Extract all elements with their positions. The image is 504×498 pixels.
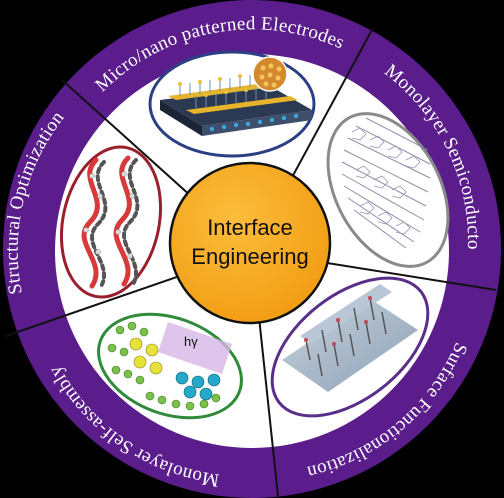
photon-annotation: hγ <box>184 334 198 349</box>
center-title-line2: Engineering <box>191 244 308 269</box>
center-title-line1: Interface <box>207 215 293 240</box>
electrode-device-illustration <box>148 50 316 158</box>
center-circle <box>168 161 332 325</box>
surface-molecules-illustration <box>270 276 430 418</box>
molecular-crystal-lattice-illustration <box>326 112 450 268</box>
molecular-helix-illustration <box>59 145 163 299</box>
center-hub: Interface Engineering <box>168 161 332 325</box>
self-assembly-illustration: hγ <box>97 312 243 420</box>
